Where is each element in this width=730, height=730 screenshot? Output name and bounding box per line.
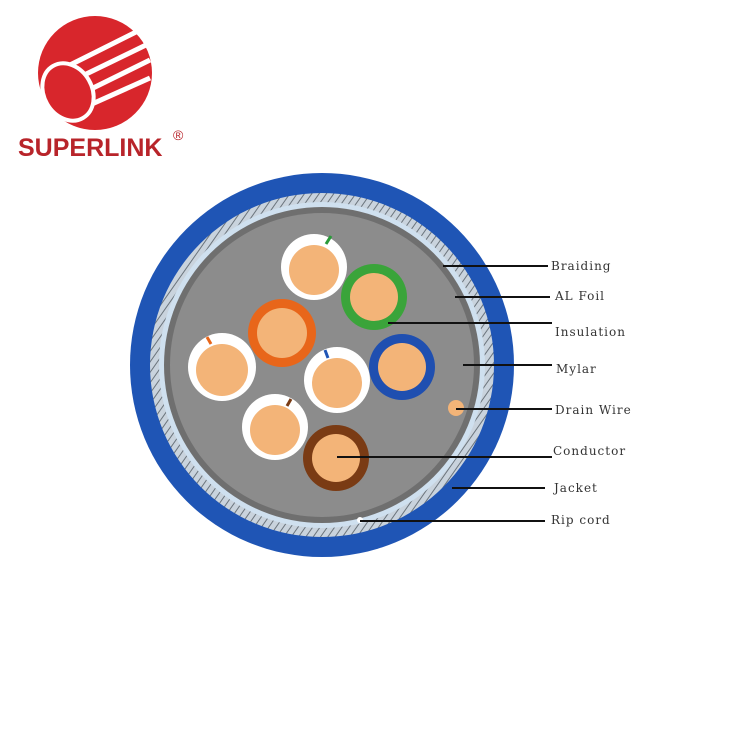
registered-mark: ®	[173, 127, 184, 143]
label-drain-wire: Drain Wire	[555, 403, 632, 417]
wire-pairs	[188, 234, 464, 523]
label-jacket: Jacket	[552, 481, 598, 495]
label-braiding: Braiding	[551, 259, 611, 273]
label-mylar: Mylar	[556, 362, 597, 376]
cable	[130, 173, 514, 557]
label-conductor: Conductor	[553, 444, 626, 458]
labels: Braiding AL Foil Insulation Mylar Drain …	[551, 259, 632, 527]
leader-lines	[337, 265, 552, 522]
label-rip-cord: Rip cord	[551, 513, 611, 527]
logo-text: SUPERLINK	[18, 134, 162, 162]
label-insulation: Insulation	[555, 325, 626, 339]
label-al-foil: AL Foil	[554, 289, 605, 303]
superlink-logo: SUPERLINK ®	[18, 16, 184, 162]
